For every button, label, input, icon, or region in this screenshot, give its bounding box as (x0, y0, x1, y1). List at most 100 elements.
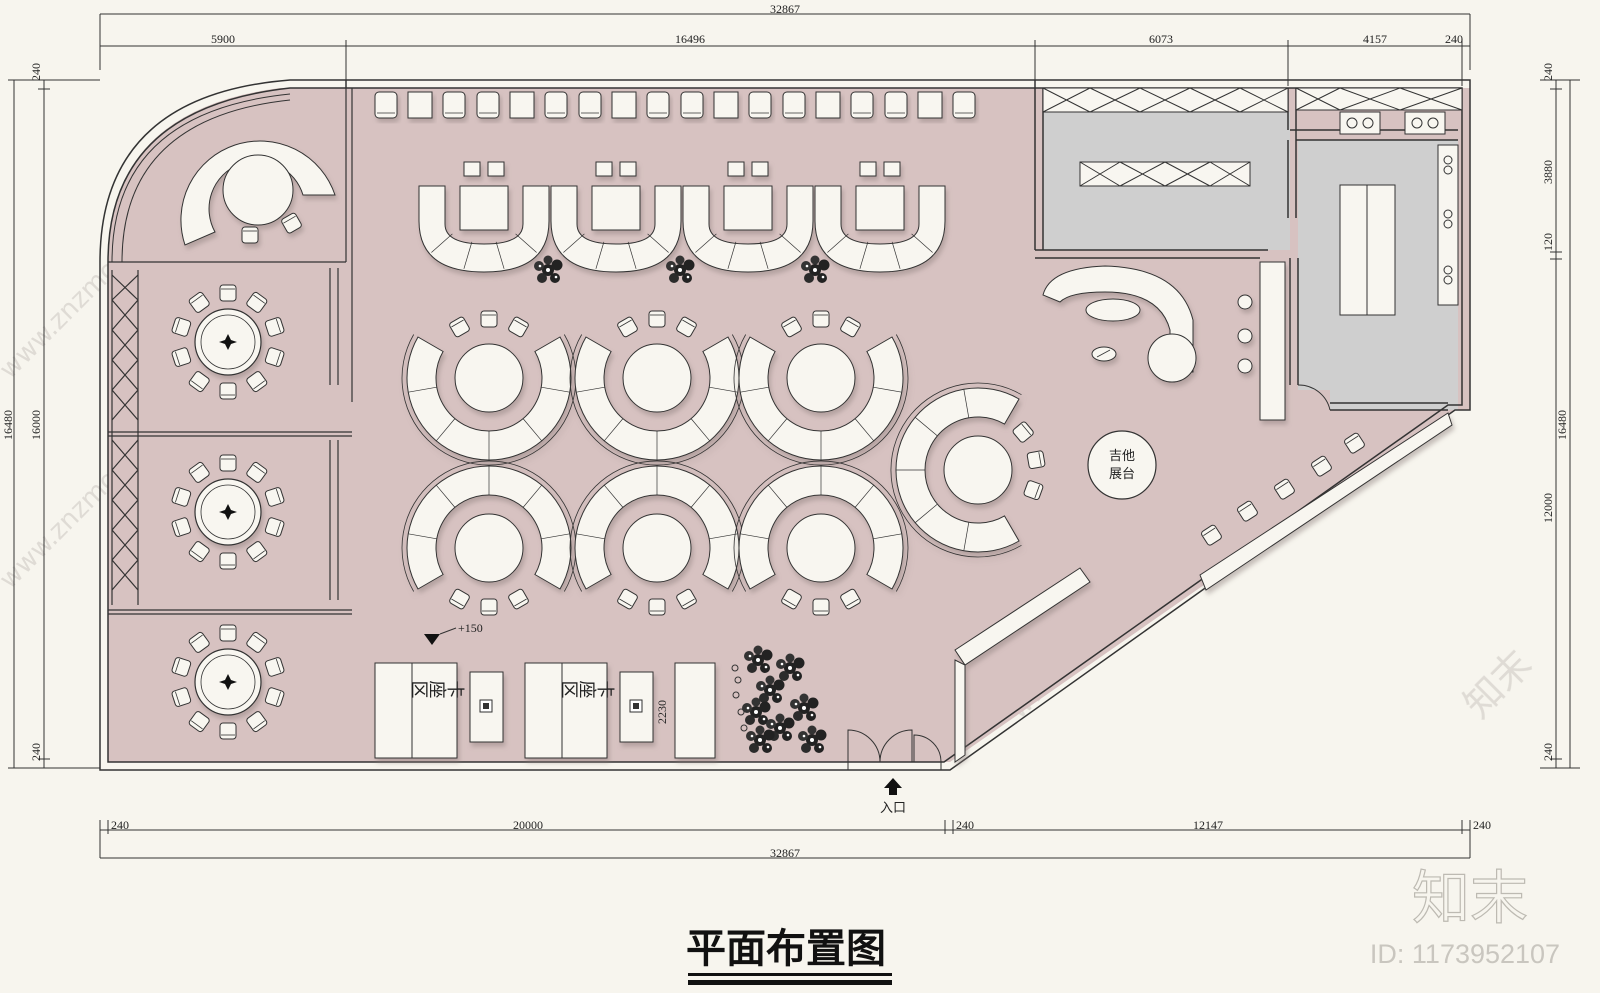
stove-icons (1346, 117, 1453, 285)
seat-division (695, 233, 717, 253)
dim-top-seg-3: 6073 (1149, 32, 1173, 46)
seat-division (436, 418, 456, 442)
u-table (459, 185, 509, 231)
top-row-seats (374, 91, 976, 119)
chair (219, 722, 237, 740)
level-mark: +150 (424, 621, 483, 645)
dim-bottom-seg-4: 12147 (1193, 818, 1223, 832)
entrance-arrow: 入口 (880, 778, 906, 816)
round-booth (569, 460, 745, 592)
center-ornament (219, 504, 237, 520)
seat-division (914, 503, 938, 523)
chair (219, 552, 237, 570)
seat-division (463, 241, 473, 269)
booth-sofa (406, 465, 572, 590)
seat-division (541, 533, 570, 540)
bar-table (407, 91, 433, 119)
stool (463, 161, 481, 177)
seat-division (759, 241, 769, 269)
dim-left-inner: 16000 (29, 410, 43, 440)
dim-right-seg-3: 120 (1541, 233, 1555, 251)
bar-chair (782, 91, 806, 119)
seat-division (859, 241, 869, 269)
seat-division (768, 418, 788, 442)
seat-division (873, 386, 902, 393)
chair (480, 598, 498, 616)
booth-sofa (406, 336, 572, 461)
chair (219, 454, 237, 472)
seat-division (595, 241, 605, 269)
seat-division (768, 484, 788, 508)
curved-wall (111, 93, 291, 263)
guitar-display-label-2: 展台 (1109, 467, 1135, 482)
seat-division (604, 418, 624, 442)
bar-table (815, 91, 841, 119)
seat-division (709, 533, 738, 540)
chair (219, 382, 237, 400)
private-room-table-1 (170, 284, 286, 400)
round-booth (733, 334, 909, 466)
bar-chair (884, 91, 908, 119)
guitar-display: 吉他 展台 (1087, 430, 1157, 500)
booth-area-label-1: 卡座区 (411, 678, 465, 699)
bar-chair (442, 91, 466, 119)
seat-division (740, 533, 769, 540)
chair (812, 310, 830, 328)
dim-left-top: 240 (29, 63, 43, 81)
bar-chair (578, 91, 602, 119)
private-room-table-2 (170, 454, 286, 570)
seat-division (431, 233, 453, 253)
seat-division (436, 484, 456, 508)
u-sofa (814, 185, 946, 273)
seat-division (541, 386, 570, 393)
brand-watermark: 知末 (1412, 864, 1528, 932)
seat-division (963, 389, 970, 418)
booth-sofa (895, 387, 1020, 553)
lazy-susan (200, 654, 256, 710)
seat-division (495, 241, 505, 269)
dim-right-seg-5: 240 (1541, 743, 1555, 761)
stool (751, 161, 769, 177)
private-room-table-3 (170, 624, 286, 740)
center-ornament (219, 334, 237, 350)
stool (619, 161, 637, 177)
seat-division (576, 386, 605, 393)
chair (219, 624, 237, 642)
bar-chair (374, 91, 398, 119)
round-booth (569, 334, 745, 466)
dimension-top (99, 13, 1471, 86)
seat-division (408, 386, 437, 393)
dim-left-bottom: 240 (29, 743, 43, 761)
seat-division (914, 417, 938, 437)
seat-division (408, 533, 437, 540)
u-table (591, 185, 641, 231)
stool (595, 161, 613, 177)
dim-bottom-seg-5: 240 (1473, 818, 1491, 832)
stool (883, 161, 901, 177)
seat-division (963, 522, 970, 551)
lazy-susan (200, 314, 256, 370)
dim-bottom-seg-2: 20000 (513, 818, 543, 832)
chair (219, 284, 237, 302)
dim-left-outer: 16480 (1, 410, 15, 440)
corner-booth (180, 140, 336, 246)
page-title: 平面布置图 (686, 925, 886, 972)
image-id-watermark: ID: 1173952107 (1370, 939, 1560, 969)
entrance-label: 入口 (880, 801, 906, 816)
chair (648, 598, 666, 616)
round-booths (401, 310, 1046, 616)
round-booth (733, 460, 909, 592)
dim-top-seg-2: 16496 (675, 32, 705, 46)
seat-division (576, 533, 605, 540)
stool (727, 161, 745, 177)
bar-table (509, 91, 535, 119)
dim-bottom-seg-1: 240 (111, 818, 129, 832)
seat-division (522, 418, 542, 442)
title-underline (688, 973, 892, 976)
u-sofa (682, 185, 814, 273)
seat-division (563, 233, 585, 253)
diagonal-counter (954, 412, 1453, 763)
booth-table (943, 435, 1013, 505)
u-sofa (550, 185, 682, 273)
